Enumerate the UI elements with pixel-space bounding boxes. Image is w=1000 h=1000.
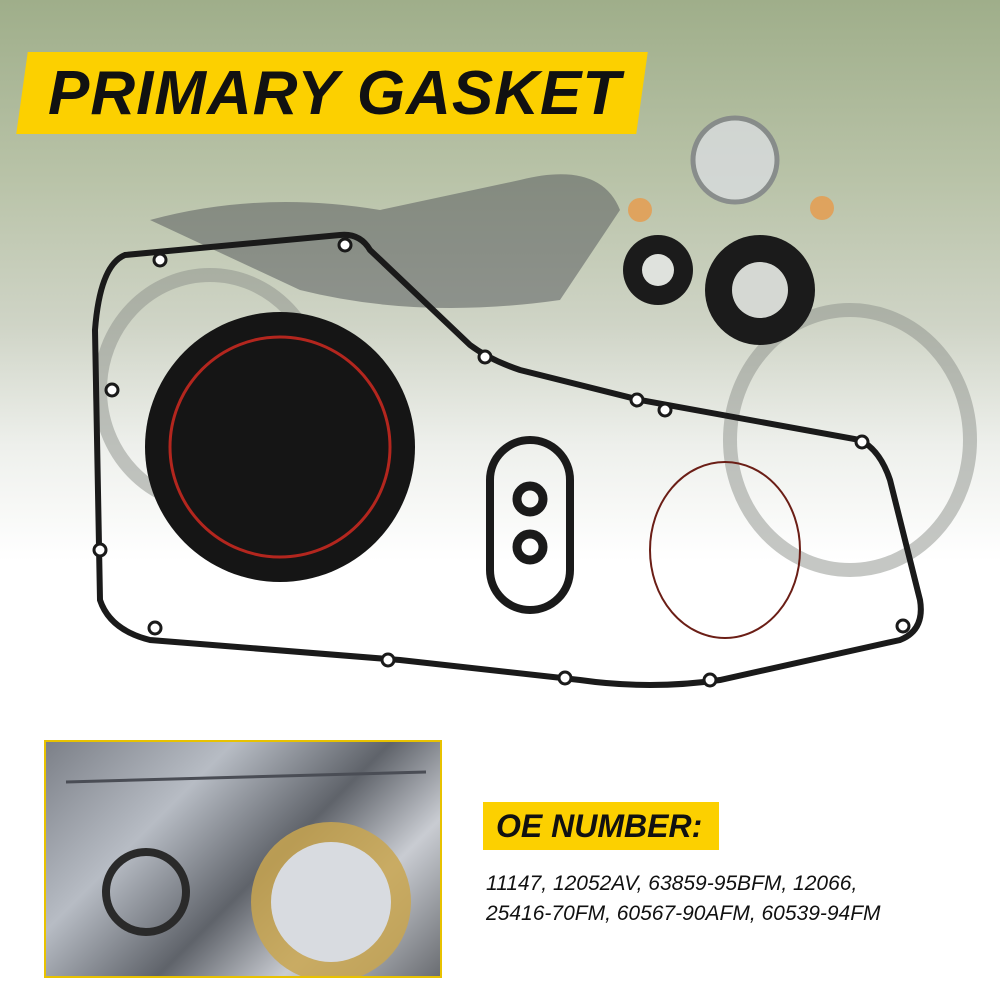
oring-seal xyxy=(649,461,801,639)
derby-oring xyxy=(168,335,392,559)
motorcycle-illustration xyxy=(93,115,977,577)
oe-number-label: OE NUMBER: xyxy=(496,808,703,844)
clutch-photo-illustration xyxy=(65,770,427,976)
oe-numbers-line-1: 11147, 12052AV, 63859-95BFM, 12066, xyxy=(486,872,858,895)
banner-title: PRIMARY GASKET xyxy=(48,59,622,128)
inspection-cover-gasket xyxy=(486,436,574,614)
gasket-kit-illustration xyxy=(91,231,924,688)
oe-number-label-box xyxy=(483,802,719,850)
installed-gasket-photo xyxy=(44,740,442,978)
oe-numbers-line-2: 25416-70FM, 60567-90AFM, 60539-94FM xyxy=(486,902,881,925)
primary-cover-gasket xyxy=(91,231,924,688)
derby-cover-gasket xyxy=(145,312,415,582)
